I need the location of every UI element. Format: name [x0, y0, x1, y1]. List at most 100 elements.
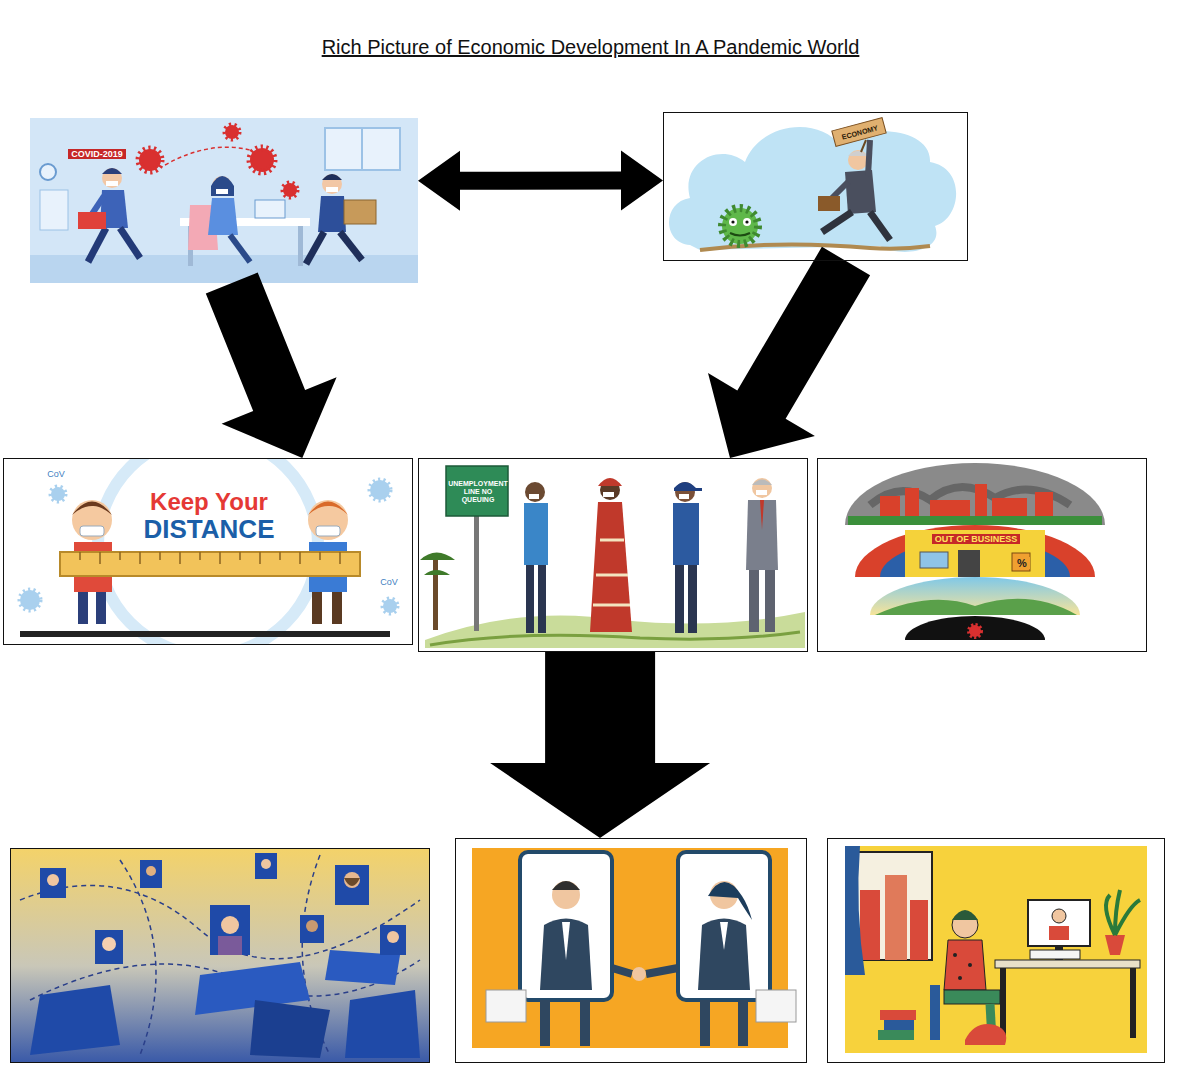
art-rect	[1030, 950, 1080, 959]
distance-illustration	[4, 459, 412, 644]
diagram-title: Rich Picture of Economic Development In …	[322, 36, 860, 59]
art-rect	[60, 552, 360, 576]
art-rect	[848, 516, 1102, 525]
art-line	[306, 232, 324, 264]
art-rect	[140, 860, 162, 888]
art-path	[80, 552, 340, 564]
art-path	[845, 170, 876, 214]
art-circle	[102, 168, 122, 188]
art-rect	[818, 196, 840, 211]
art-rect	[446, 466, 508, 516]
art-circle	[139, 149, 161, 171]
art-rect	[1049, 926, 1069, 940]
art-path	[746, 500, 778, 570]
art-circle	[225, 125, 239, 139]
art-rect	[878, 1030, 914, 1040]
picture-text: Keep Your	[150, 488, 268, 516]
art-rect	[1000, 968, 1006, 1038]
art-rect	[756, 990, 796, 1022]
art-rect	[78, 592, 88, 624]
economy-illustration	[664, 113, 967, 260]
art-path	[730, 233, 750, 236]
art-rect	[860, 890, 880, 960]
art-rect	[664, 113, 967, 260]
art-path	[30, 985, 120, 1055]
art-circle	[387, 931, 399, 943]
art-path	[593, 540, 630, 605]
picture-frame: UNEMPLOYMENT LINE NO QUEUING	[418, 458, 808, 652]
art-rect	[884, 1020, 914, 1030]
art-path	[870, 577, 1080, 615]
art-rect	[738, 1000, 748, 1046]
art-rect	[380, 925, 406, 955]
art-rect	[419, 459, 807, 651]
art-rect	[344, 200, 376, 224]
art-circle	[745, 220, 748, 223]
art-line	[861, 140, 866, 152]
art-path	[1105, 935, 1125, 955]
office-illustration	[30, 118, 418, 283]
art-circle	[40, 164, 56, 180]
art-circle	[743, 218, 751, 226]
art-path	[250, 1000, 330, 1058]
art-rect	[1035, 492, 1053, 518]
art-rect	[756, 490, 767, 495]
art-rect	[852, 852, 932, 960]
art-rect	[845, 846, 1147, 1053]
art-rect	[40, 190, 68, 230]
art-path	[752, 480, 772, 486]
art-circle	[752, 478, 772, 498]
picture-frame	[455, 838, 807, 1063]
picture-text: DISTANCE	[144, 515, 275, 545]
art-rect	[832, 118, 886, 147]
art-path	[700, 244, 930, 250]
art-rect	[312, 592, 322, 624]
art-rect	[580, 1000, 590, 1046]
video-call-illustration	[11, 849, 429, 1062]
art-rect	[749, 570, 759, 632]
art-path	[855, 525, 1095, 577]
art-rect	[298, 226, 303, 266]
picture-text: CoV	[47, 469, 65, 479]
art-path	[72, 502, 112, 516]
picture-text: %	[1014, 557, 1030, 570]
art-rect	[540, 1000, 550, 1046]
art-path	[430, 632, 800, 645]
art-circle	[250, 148, 274, 172]
art-path	[540, 919, 592, 991]
art-rect	[1130, 968, 1136, 1038]
art-line	[822, 212, 852, 232]
art-path	[875, 599, 1077, 615]
art-path	[1106, 890, 1140, 935]
art-circle	[383, 599, 397, 613]
art-path	[120, 860, 156, 1055]
art-rect	[930, 985, 940, 1040]
art-rect	[30, 118, 418, 283]
art-rect	[316, 526, 340, 536]
art-path	[308, 502, 348, 516]
art-circle	[283, 183, 297, 197]
handshake-illustration	[456, 839, 806, 1062]
art-rect	[995, 960, 1140, 968]
art-rect	[526, 565, 534, 633]
picture-frame	[827, 838, 1165, 1063]
art-rect	[4, 459, 412, 644]
art-rect	[992, 498, 1027, 518]
art-line	[230, 235, 250, 262]
picture-text: OUT OF BUSINESS	[932, 534, 1021, 544]
block-arrow	[490, 652, 710, 838]
art-circle	[969, 625, 981, 637]
art-rect	[538, 565, 546, 633]
art-rect	[818, 459, 1146, 651]
text-holder: Keep Your	[84, 487, 334, 517]
art-rect	[332, 592, 342, 624]
title-holder: Rich Picture of Economic Development In …	[0, 36, 1181, 59]
art-rect	[700, 1000, 710, 1046]
picture-text: CoV	[380, 577, 398, 587]
art-path	[944, 940, 986, 990]
text-holder: ECONOMY	[833, 119, 887, 148]
picture-text: COVID-2019	[68, 149, 126, 159]
art-line	[120, 228, 140, 258]
picture-text: ECONOMY	[841, 124, 879, 142]
